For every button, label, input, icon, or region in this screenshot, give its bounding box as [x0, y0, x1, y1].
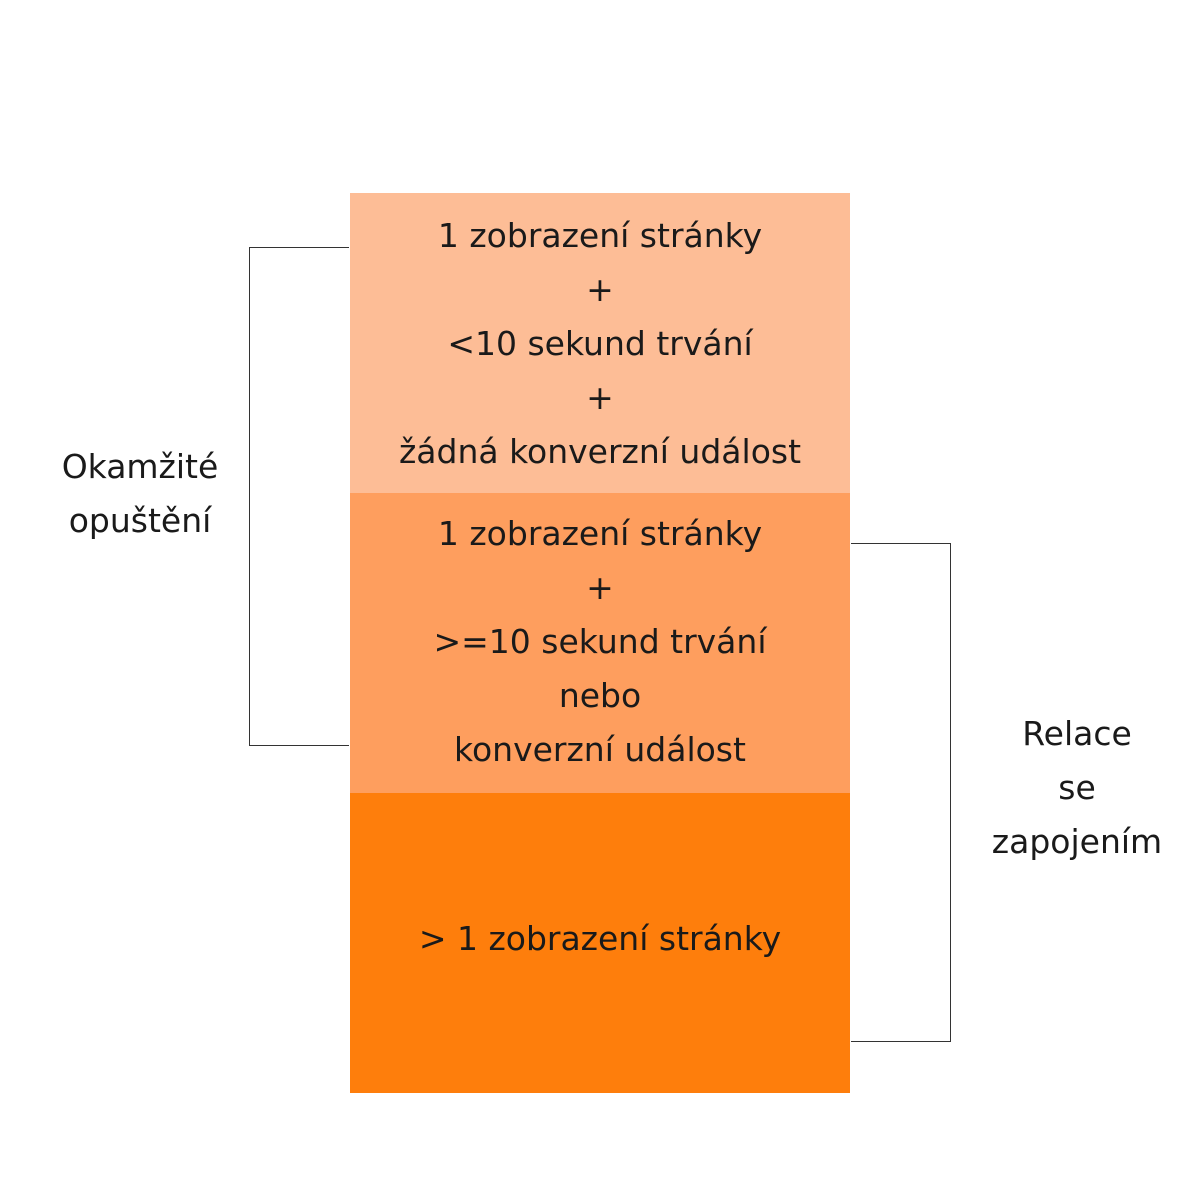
label-right-line-3: zapojením [991, 822, 1163, 861]
label-left-line-2: opuštění [68, 501, 212, 540]
block-immediate-bounce: 1 zobrazení stránky + <10 sekund trvání … [350, 193, 850, 493]
block-2-line-4: nebo [558, 676, 642, 715]
right-bracket [851, 543, 951, 1042]
left-bracket [249, 247, 349, 746]
block-1-line-4: + [586, 378, 614, 417]
block-3-line-1: > 1 zobrazení stránky [418, 919, 782, 958]
block-1-line-5: žádná konverzní událost [398, 432, 802, 471]
label-right-line-1: Relace [1022, 714, 1132, 753]
block-2-line-1: 1 zobrazení stránky [437, 514, 763, 553]
block-2-line-5: konverzní událost [454, 730, 746, 769]
block-1-line-1: 1 zobrazení stránky [437, 216, 763, 255]
block-2-line-2: + [586, 568, 614, 607]
label-right-line-2: se [1058, 768, 1096, 807]
block-2-line-3: >=10 sekund trvání [433, 622, 767, 661]
block-engaged-single-page: 1 zobrazení stránky + >=10 sekund trvání… [350, 493, 850, 793]
label-immediate-bounce: Okamžité opuštění [40, 440, 240, 548]
block-multi-page: > 1 zobrazení stránky [350, 793, 850, 1093]
block-1-line-2: + [586, 270, 614, 309]
label-left-line-1: Okamžité [61, 447, 219, 486]
block-1-line-3: <10 sekund trvání [447, 324, 753, 363]
label-engaged-session: Relace se zapojením [972, 707, 1182, 869]
